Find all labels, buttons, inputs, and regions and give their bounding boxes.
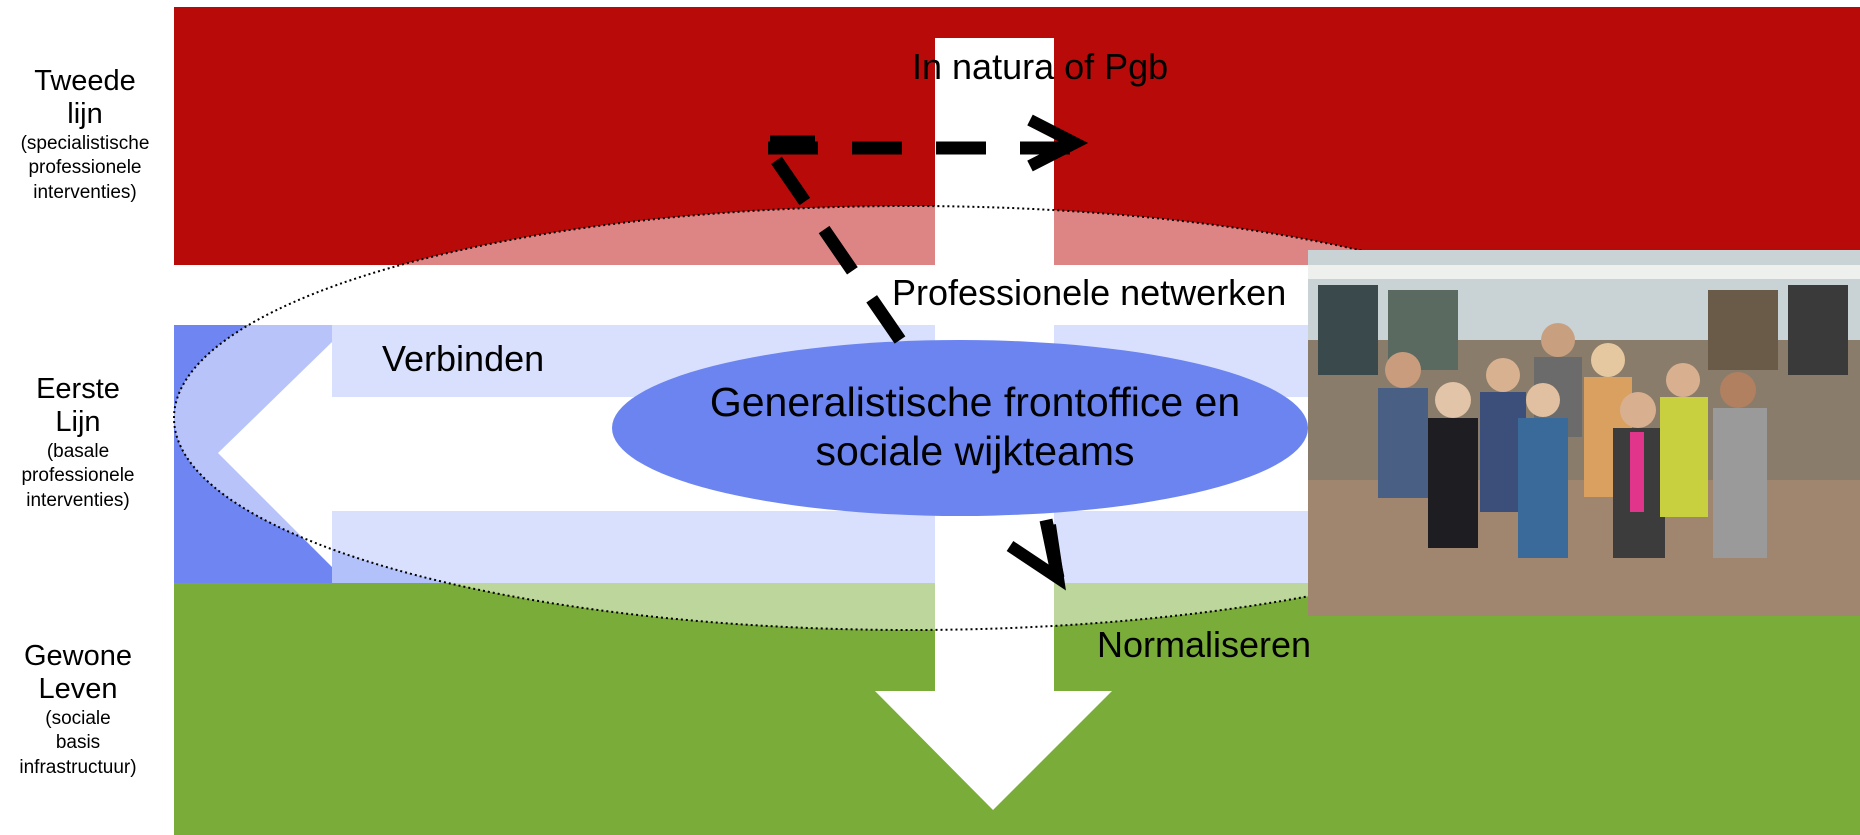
- label-gewone-leven: Gewone Leven (sociale basis infrastructu…: [19, 640, 137, 779]
- frontoffice-ellipse: [612, 340, 1308, 516]
- frontoffice-label-line1: Generalistische frontoffice en: [709, 379, 1241, 425]
- group-photo: [1308, 250, 1860, 616]
- dashed-arrows: [762, 114, 1089, 591]
- group-photo-icon: [1308, 250, 1860, 616]
- frontoffice-label-line2: sociale wijkteams: [815, 428, 1135, 475]
- label-professionele-netwerken: Professionele netwerken: [892, 272, 1287, 313]
- frontoffice-label: Generalistische frontoffice en sociale w…: [640, 378, 1310, 476]
- label-in-natura: In natura of Pgb: [912, 46, 1169, 87]
- label-eerste-lijn: Eerste Lijn (basale professionele interv…: [21, 373, 135, 512]
- label-verbinden: Verbinden: [382, 338, 545, 379]
- label-normaliseren: Normaliseren: [1097, 624, 1312, 665]
- label-tweede-lijn: Tweede lijn (specialistische professione…: [20, 65, 150, 204]
